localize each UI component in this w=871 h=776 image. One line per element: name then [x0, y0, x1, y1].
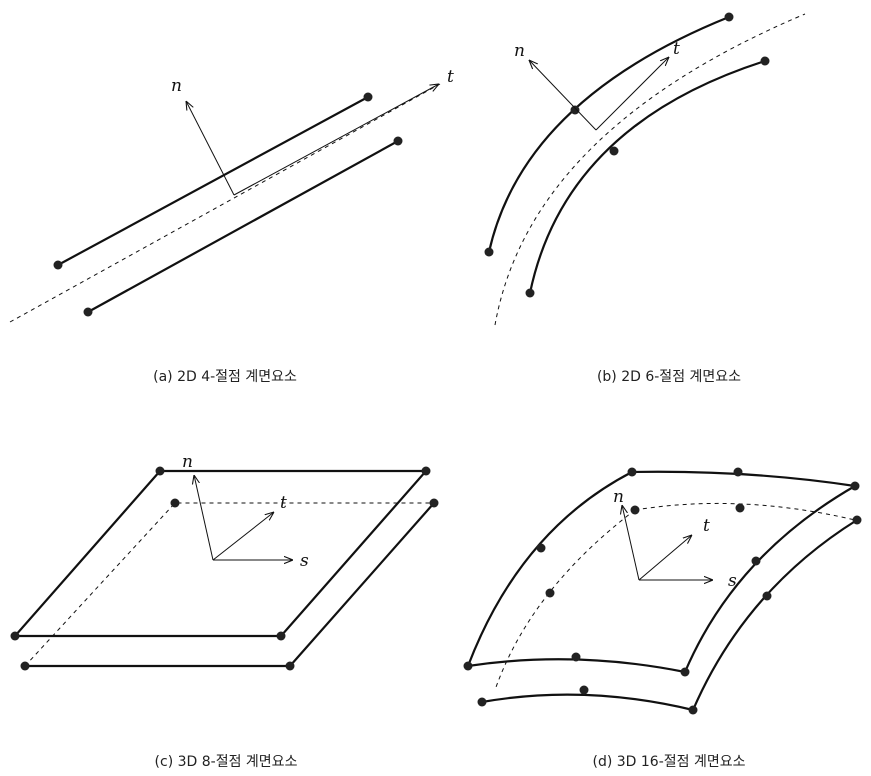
- panel-d-node: [536, 543, 546, 553]
- panel-c-t-label: t: [280, 493, 287, 513]
- panel-a-n-axis: [186, 101, 235, 196]
- panel-a-lower-edge: [87, 140, 399, 313]
- panel-a-node: [393, 136, 403, 146]
- panel-b-node: [525, 288, 535, 298]
- panel-c-node: [429, 498, 439, 508]
- panel-b-node: [760, 56, 770, 66]
- panel-a-node: [363, 92, 373, 102]
- panel-a-node: [83, 307, 93, 317]
- panel-d-node: [680, 667, 690, 677]
- panel-a-diagram: n t: [9, 67, 454, 323]
- panel-d-node: [733, 467, 743, 477]
- panel-b-node: [609, 146, 619, 156]
- panel-a-node: [53, 260, 63, 270]
- panel-d-node: [850, 481, 860, 491]
- panel-c-bottom-face: [25, 502, 435, 668]
- panel-c-n-axis: [194, 475, 214, 561]
- panel-d-s-label: s: [728, 571, 737, 591]
- panel-b-node: [484, 247, 494, 257]
- panel-d-n-axis: [622, 505, 640, 581]
- panel-c-node: [170, 498, 180, 508]
- panel-c-s-label: s: [300, 551, 309, 571]
- panel-d-node: [627, 467, 637, 477]
- panel-b-n-axis: [529, 60, 597, 131]
- panel-d-caption: (d) 3D 16-절점 계면요소: [592, 754, 746, 770]
- panel-d-n-label: n: [613, 487, 624, 507]
- panel-d-diagram: n t s: [463, 467, 862, 715]
- panel-b-node: [570, 105, 580, 115]
- panel-d-top-back-edge: [631, 470, 856, 488]
- panel-d-node: [852, 515, 862, 525]
- panel-b-upper-edge: [487, 15, 730, 253]
- panel-c-hidden-edge: [24, 502, 434, 667]
- panel-b-midline: [494, 13, 806, 326]
- panel-c-node: [421, 466, 431, 476]
- panel-d-node: [735, 503, 745, 513]
- panel-d-node: [545, 588, 555, 598]
- panel-d-t-axis: [638, 535, 692, 581]
- panel-a-t-axis: [233, 84, 439, 196]
- panel-b-caption: (b) 2D 6-절점 계면요소: [596, 369, 742, 385]
- panel-d-node: [762, 591, 772, 601]
- panel-a-midline: [9, 83, 441, 323]
- panel-d-top-right-edge: [683, 485, 856, 673]
- panel-d-bottom-right-edge: [691, 519, 858, 711]
- panel-d-hidden-edge-left: [494, 509, 636, 691]
- panel-c-caption: (c) 3D 8-절점 계면요소: [154, 754, 298, 770]
- panel-d-hidden-edge-top: [634, 502, 856, 521]
- panel-d-node: [688, 705, 698, 715]
- panel-a-upper-edge: [57, 96, 369, 266]
- panel-d-node: [630, 505, 640, 515]
- panel-d-node: [579, 685, 589, 695]
- panel-c-node: [285, 661, 295, 671]
- panel-d-node: [571, 652, 581, 662]
- panel-b-lower-edge: [528, 59, 766, 294]
- panel-d-node: [477, 697, 487, 707]
- panel-b-n-label: n: [514, 41, 525, 61]
- panel-b-diagram: n t: [484, 12, 806, 326]
- panel-c-node: [155, 466, 165, 476]
- panel-d-top-left-edge: [466, 471, 633, 667]
- panel-c-node: [10, 631, 20, 641]
- panel-c-node: [20, 661, 30, 671]
- panel-b-node: [724, 12, 734, 22]
- panel-d-node: [463, 661, 473, 671]
- panel-a-caption: (a) 2D 4-절점 계면요소: [153, 369, 297, 385]
- panel-b-t-label: t: [673, 39, 680, 59]
- panel-d-bottom-front-edge: [481, 693, 694, 712]
- panel-c-t-axis: [212, 512, 274, 561]
- panel-a-t-label: t: [447, 67, 454, 87]
- panel-d-t-label: t: [703, 516, 710, 536]
- panel-d-node: [751, 556, 761, 566]
- panel-c-diagram: n t s: [10, 452, 439, 671]
- panel-c-node: [276, 631, 286, 641]
- panel-b-t-axis: [595, 57, 669, 131]
- panel-a-n-label: n: [171, 76, 182, 96]
- panel-c-n-label: n: [182, 452, 193, 472]
